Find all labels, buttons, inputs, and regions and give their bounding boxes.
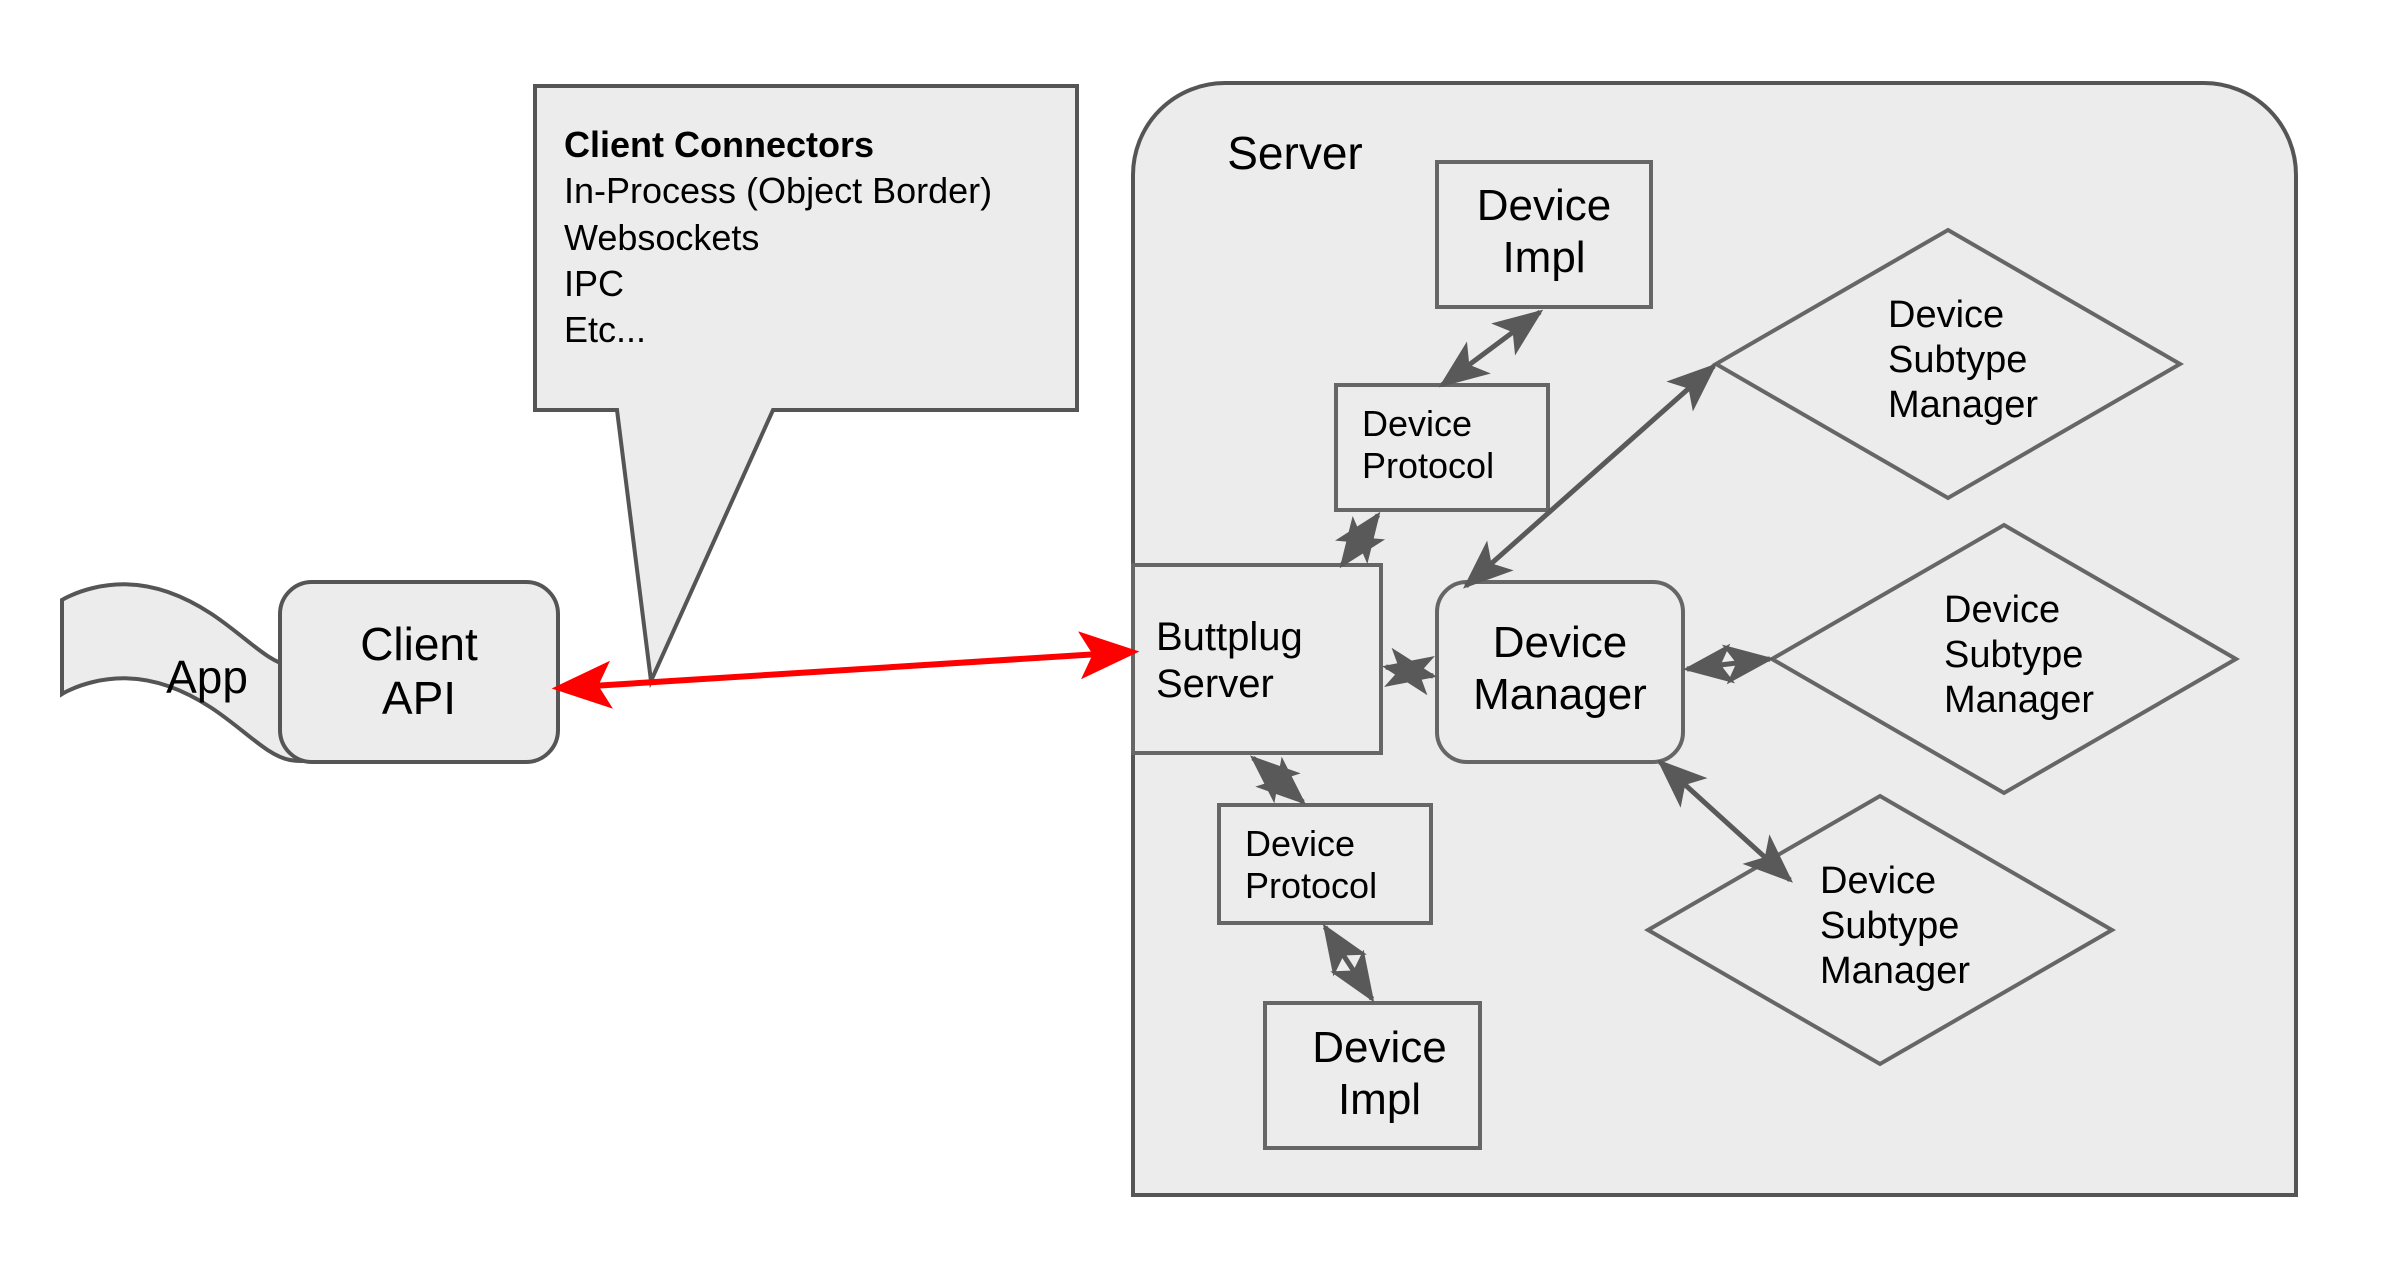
connector-client-api-buttplug-server — [551, 631, 1140, 709]
connector-device-protocol-bottom-device-impl-bottom — [1322, 923, 1375, 1003]
client-connectors-callout-shape — [533, 84, 1079, 689]
device-impl-bottom-shape — [1263, 1001, 1482, 1150]
device-subtype-manager-1-shape — [1712, 227, 2184, 501]
connector-device-manager-subtype-manager-1 — [1463, 363, 1717, 589]
device-impl-top-shape — [1435, 160, 1653, 309]
callout-line-1: In-Process (Object Border) — [564, 170, 993, 212]
client-api-shape — [278, 580, 560, 764]
device-subtype-manager-2-shape — [1768, 522, 2240, 796]
callout-line-2: Websockets — [564, 216, 760, 258]
connector-device-manager-subtype-manager-2 — [1683, 643, 1774, 685]
connector-device-impl-top-device-protocol-top — [1438, 309, 1544, 388]
device-protocol-top-shape — [1334, 383, 1550, 512]
connector-buttplug-server-device-manager — [1382, 647, 1437, 696]
buttplug-server-shape — [1131, 563, 1383, 755]
callout-line-3: IPC — [564, 262, 625, 304]
callout-title: Client Connectors — [564, 124, 875, 165]
device-protocol-bottom-shape — [1217, 803, 1433, 925]
connector-buttplug-server-device-protocol-bottom — [1249, 755, 1307, 805]
device-manager-shape — [1435, 580, 1685, 764]
client-connectors-callout-body: Client Connectors In-Process (Object Bor… — [564, 122, 1074, 353]
connector-device-protocol-top-buttplug-server — [1334, 511, 1386, 569]
connector-device-manager-subtype-manager-3 — [1657, 759, 1793, 883]
callout-line-4: Etc... — [564, 309, 647, 350]
